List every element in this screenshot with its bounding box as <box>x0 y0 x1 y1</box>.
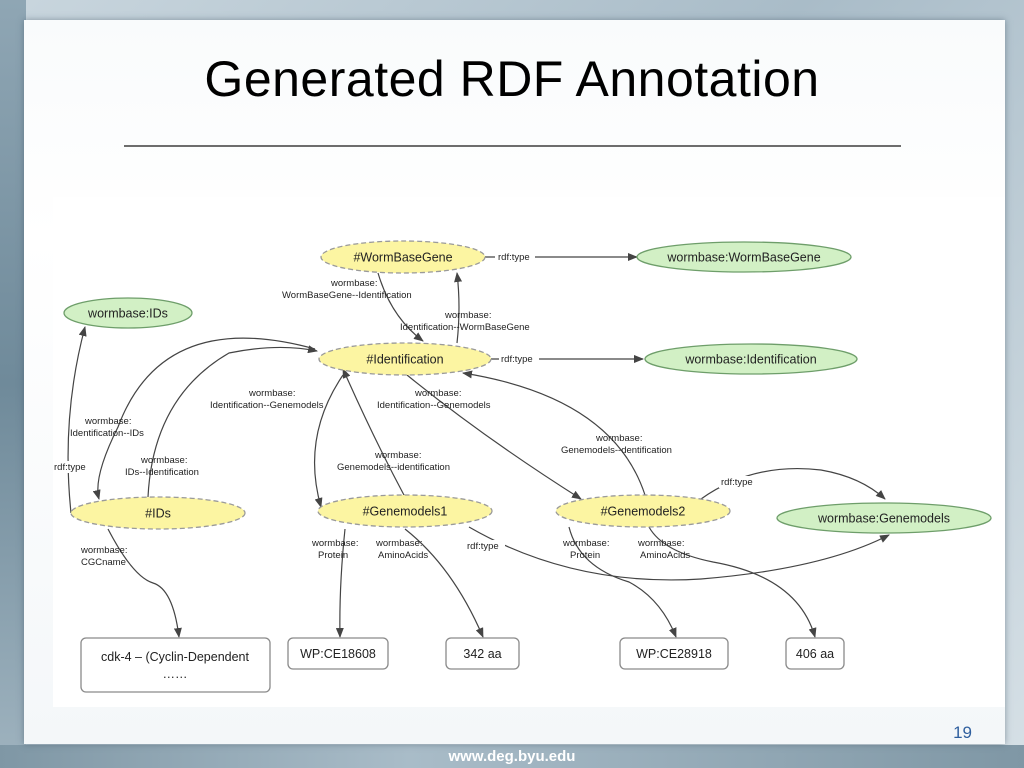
edge-gm2-to-wp2 <box>568 526 677 638</box>
edge-ident-to-ids <box>92 337 316 500</box>
node-cdk4-literal[interactable]: cdk-4 – (Cyclin-Dependent …… <box>80 637 271 693</box>
node-genemodels-class[interactable]: wormbase:Genemodels <box>776 502 992 534</box>
node-label: wormbase:WormBaseGene <box>666 251 820 265</box>
graph-edge-labels: rdf:type rdf:type wormbase: WormBaseGene… <box>53 251 759 568</box>
edge-label: Identification--WormBaseGene <box>400 322 530 333</box>
rdf-graph-svg: rdf:type rdf:type wormbase: WormBaseGene… <box>53 240 992 693</box>
edge-ident-to-gm1 <box>313 374 344 508</box>
edge-label: wormbase: <box>562 538 609 549</box>
node-label: WP:CE28918 <box>636 647 712 661</box>
node-label: wormbase:Genemodels <box>817 512 950 526</box>
background-left-band <box>0 0 26 768</box>
edge-label: Identification--Genemodels <box>210 400 324 411</box>
rdf-graph-diagram: rdf:type rdf:type wormbase: WormBaseGene… <box>53 197 1005 707</box>
node-label: #Genemodels2 <box>601 505 686 519</box>
edge-label: rdf:type <box>54 462 86 473</box>
edge-ident-to-gm2 <box>406 374 582 500</box>
edge-gm1-type <box>468 526 890 581</box>
edge-label: wormbase: <box>80 545 127 556</box>
edge-label: wormbase: <box>444 310 491 321</box>
node-label: cdk-4 – (Cyclin-Dependent <box>101 650 250 664</box>
edge-gm2-to-ident <box>462 370 646 496</box>
edge-label: CGCname <box>81 557 126 568</box>
edge-label: Protein <box>570 550 600 561</box>
edge-label: Identification--IDs <box>70 428 144 439</box>
background-bottom-band <box>0 745 1024 768</box>
node-label: 342 aa <box>463 647 501 661</box>
node-label: WP:CE18608 <box>300 647 376 661</box>
edge-label: rdf:type <box>721 477 753 488</box>
node-label: wormbase:Identification <box>684 353 816 367</box>
node-label: …… <box>163 667 188 681</box>
node-label: #Identification <box>366 353 443 367</box>
node-wp-ce28918-literal[interactable]: WP:CE28918 <box>619 637 729 670</box>
node-genemodels1-instance[interactable]: #Genemodels1 <box>317 494 493 528</box>
node-label: 406 aa <box>796 647 834 661</box>
node-identification-instance[interactable]: #Identification <box>318 342 492 376</box>
edge-label: wormbase: <box>637 538 684 549</box>
node-wp-ce18608-literal[interactable]: WP:CE18608 <box>287 637 389 670</box>
edge-label: wormbase: <box>375 538 422 549</box>
literal-nodes: cdk-4 – (Cyclin-Dependent …… WP:CE18608 … <box>80 637 845 693</box>
slide-title: Generated RDF Annotation <box>204 51 820 107</box>
edge-label: IDs--Identification <box>125 467 199 478</box>
edge-label: wormbase: <box>330 278 377 289</box>
edge-label: wormbase: <box>311 538 358 549</box>
node-genemodels2-instance[interactable]: #Genemodels2 <box>555 494 731 528</box>
edge-label: WormBaseGene--Identification <box>282 290 412 301</box>
slide-number: 19 <box>953 723 972 742</box>
edge-label: rdf:type <box>467 541 499 552</box>
edge-gm1-to-wp1 <box>335 528 346 638</box>
node-label: #WormBaseGene <box>353 251 452 265</box>
edge-label: Genemodels--dentification <box>561 445 672 456</box>
edge-label: wormbase: <box>140 455 187 466</box>
node-ids-class[interactable]: wormbase:IDs <box>63 297 193 329</box>
edge-gm1-to-342 <box>404 528 484 638</box>
edge-ids-to-ident <box>147 345 318 498</box>
edge-label: Identification--Genemodels <box>377 400 491 411</box>
node-wormbasegene-instance[interactable]: #WormBaseGene <box>320 240 486 274</box>
instance-nodes: #WormBaseGene #Identification #IDs #Gene… <box>70 240 731 530</box>
edge-label: AminoAcids <box>640 550 690 561</box>
edge-ids-to-cdk <box>107 528 182 638</box>
node-wormbasegene-class[interactable]: wormbase:WormBaseGene <box>636 241 852 273</box>
node-342aa-literal[interactable]: 342 aa <box>445 637 520 670</box>
edge-ident-to-wbg <box>454 272 463 344</box>
edge-gm1-to-ident <box>342 368 406 498</box>
node-identification-class[interactable]: wormbase:Identification <box>644 343 858 375</box>
edge-label: rdf:type <box>501 354 533 365</box>
edge-wbg-to-ident <box>377 272 424 342</box>
node-label: wormbase:IDs <box>87 307 168 321</box>
node-label: #IDs <box>145 507 171 521</box>
edge-ids-type <box>67 326 87 514</box>
edge-label: Genemodels--identification <box>337 462 450 473</box>
edge-label: Protein <box>318 550 348 561</box>
edge-label: rdf:type <box>498 252 530 263</box>
edge-label: wormbase: <box>248 388 295 399</box>
node-label: #Genemodels1 <box>363 505 448 519</box>
edge-label: wormbase: <box>84 416 131 427</box>
graph-edges <box>67 253 890 638</box>
edge-label: wormbase: <box>414 388 461 399</box>
edge-label: AminoAcids <box>378 550 428 561</box>
node-406aa-literal[interactable]: 406 aa <box>785 637 845 670</box>
edge-label: wormbase: <box>595 433 642 444</box>
class-nodes: wormbase:WormBaseGene wormbase:IDs wormb… <box>63 241 992 534</box>
edge-gm2-to-406 <box>648 526 817 638</box>
title-divider <box>124 145 901 147</box>
node-ids-instance[interactable]: #IDs <box>70 496 246 530</box>
footer-url: www.deg.byu.edu <box>448 748 576 765</box>
edge-label: wormbase: <box>374 450 421 461</box>
